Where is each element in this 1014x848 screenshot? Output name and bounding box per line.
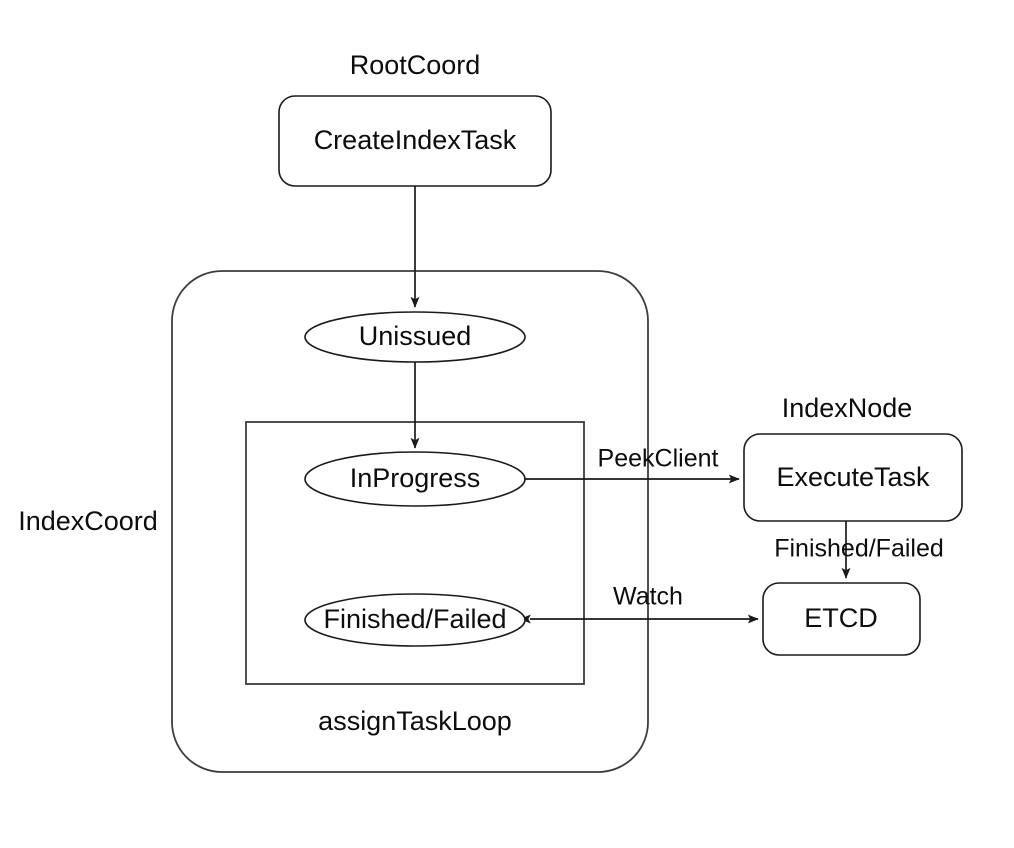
group-label-indexcoord: IndexCoord	[18, 506, 158, 536]
edge-label-peekclient: PeekClient	[598, 445, 719, 473]
node-label-finishedfailed: Finished/Failed	[323, 604, 506, 634]
node-unissued[interactable]: Unissued	[304, 311, 526, 363]
node-executetask-shape	[743, 433, 963, 522]
group-label-indexnode: IndexNode	[782, 393, 913, 423]
node-label-executetask: ExecuteTask	[776, 462, 930, 492]
edge-label-watch: Watch	[613, 583, 683, 611]
node-label-etcd: ETCD	[804, 603, 878, 633]
node-inprogress[interactable]: InProgress	[304, 451, 526, 507]
group-label-rootcoord: RootCoord	[350, 50, 481, 80]
node-finishedfailed[interactable]: Finished/Failed	[304, 593, 526, 647]
node-label-createindextask: CreateIndexTask	[314, 125, 517, 155]
group-label-assigntaskloop: assignTaskLoop	[318, 706, 512, 736]
node-etcd[interactable]: ETCD	[762, 582, 921, 656]
node-unissued-shape	[304, 311, 526, 363]
node-finishedfailed-shape	[304, 593, 526, 647]
node-etcd-shape	[762, 582, 921, 656]
node-executetask[interactable]: ExecuteTask	[743, 433, 963, 522]
group-indexcoord-boundary	[171, 270, 649, 773]
edge-label-finished-failed: Finished/Failed	[774, 535, 944, 563]
node-createindextask-shape	[278, 95, 552, 187]
node-inprogress-shape	[304, 451, 526, 507]
node-label-inprogress: InProgress	[350, 463, 481, 493]
node-label-unissued: Unissued	[359, 321, 472, 351]
node-createindextask[interactable]: CreateIndexTask	[278, 95, 552, 187]
